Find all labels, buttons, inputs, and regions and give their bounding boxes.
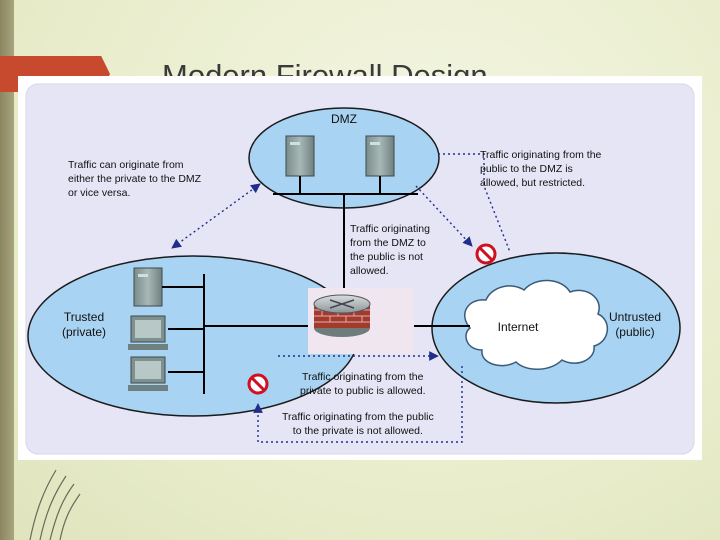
- private-dmz-arrow: [171, 183, 261, 249]
- note-public-dmz: Traffic originating from the public to t…: [480, 149, 602, 189]
- decorative-leaf: [29, 469, 81, 540]
- untrusted-label: Untrusted (public): [608, 310, 662, 339]
- trusted-workstation-1: [128, 315, 168, 350]
- dmz-server-left: [285, 135, 315, 177]
- public-dmz-arrow: [415, 185, 473, 247]
- note-private-public: Traffic originating from the private to …: [300, 371, 426, 397]
- dmz-label: DMZ: [331, 112, 357, 126]
- note-dmz-public: Traffic originating from the DMZ to the …: [350, 223, 430, 277]
- firewall-diagram: [25, 83, 695, 455]
- trusted-label: Trusted (private): [61, 310, 106, 339]
- trusted-workstation-2: [128, 356, 168, 391]
- diagram-frame: DMZ Trusted (private) Untrusted (public)…: [18, 76, 702, 460]
- slide-left-bar: [0, 0, 14, 540]
- trusted-server: [133, 267, 163, 307]
- note-public-private: Traffic originating from the public to t…: [282, 411, 434, 437]
- note-private-dmz: Traffic can originate from either the pr…: [68, 159, 202, 199]
- firewall-router: [308, 288, 414, 354]
- dmz-public-path: [438, 153, 511, 253]
- deny-icon-public-dmz: [475, 243, 497, 265]
- dmz-server-right: [365, 135, 395, 177]
- deny-icon-public-private: [247, 373, 269, 395]
- internet-cloud: [464, 279, 608, 370]
- internet-label: Internet: [497, 320, 539, 334]
